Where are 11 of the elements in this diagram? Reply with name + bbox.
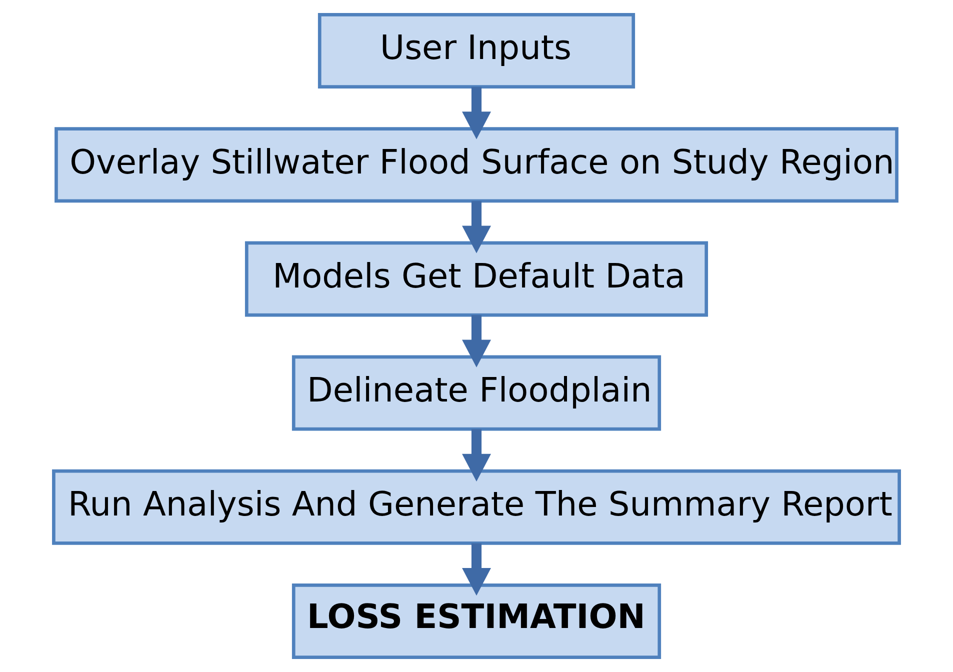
arrow	[462, 200, 491, 254]
node-box: Overlay Stillwater Flood Surface on Study Region	[54, 127, 898, 203]
node-box: LOSS ESTIMATION	[292, 583, 662, 659]
arrow	[462, 86, 491, 140]
node-box: User Inputs	[318, 13, 636, 89]
node-box: Delineate Floodplain	[292, 355, 662, 431]
arrow	[462, 543, 491, 596]
arrow	[462, 315, 491, 368]
node-box: Models Get Default Data	[244, 241, 708, 317]
node-box: Run Analysis And Generate The Summary Report	[52, 469, 901, 545]
arrow	[462, 429, 491, 482]
